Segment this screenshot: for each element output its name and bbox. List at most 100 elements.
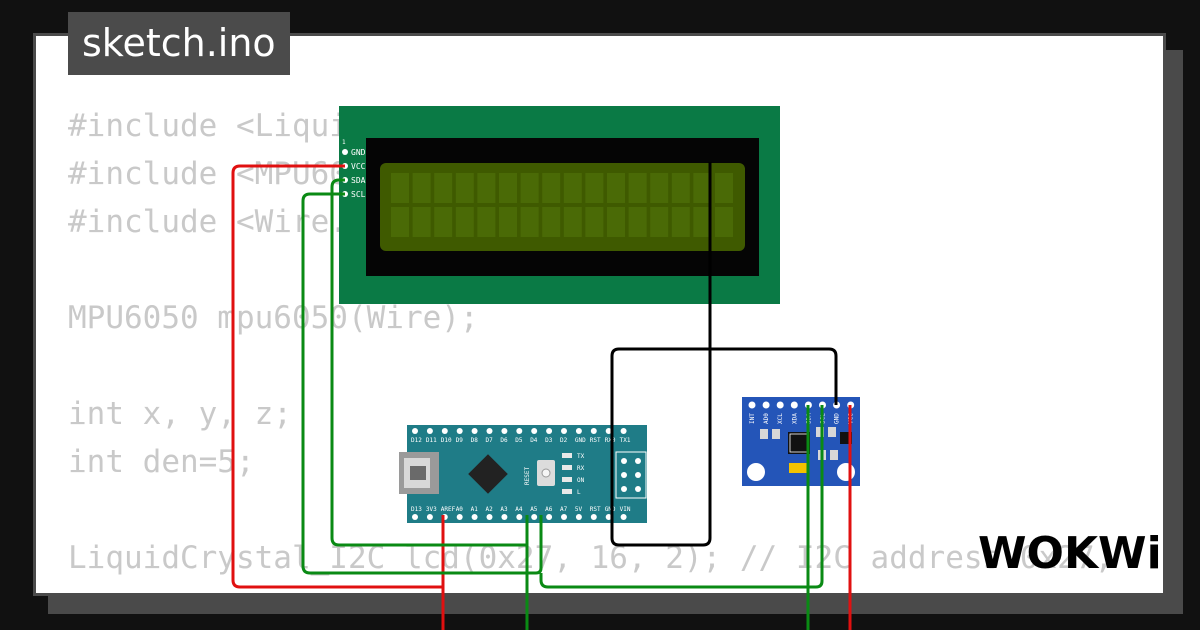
lcd-module[interactable]: 1 GND VCC SDA SCL [339, 106, 780, 304]
arduino-top-pin-label: D3 [545, 437, 553, 444]
arduino-top-pin[interactable] [605, 428, 612, 434]
lcd-pin-label-vcc: VCC [351, 162, 366, 171]
lcd-pin-label-gnd: GND [351, 148, 366, 157]
arduino-bottom-pin[interactable] [605, 514, 612, 520]
lcd-pin-label-sda: SDA [351, 176, 366, 185]
lcd-cell [391, 173, 409, 203]
mpu-pin[interactable] [762, 401, 770, 409]
arduino-bottom-pin[interactable] [426, 514, 433, 520]
arduino-top-pin[interactable] [620, 428, 627, 434]
lcd-cell [477, 173, 496, 203]
mpu-pin[interactable] [776, 401, 784, 409]
arduino-bottom-pin[interactable] [620, 514, 627, 520]
arduino-top-pin-label: D7 [486, 437, 494, 444]
code-line-8: int den=5; [68, 444, 255, 480]
led-rx [562, 465, 572, 470]
wire-mpu-scl[interactable] [539, 405, 824, 589]
arduino-top-pin[interactable] [561, 428, 567, 434]
arduino-top-pin-label: D6 [500, 437, 508, 444]
arduino-bottom-pin[interactable] [546, 514, 553, 520]
mpu-sensor-chip-icon [788, 432, 810, 454]
arduino-bottom-pin[interactable] [590, 514, 597, 520]
lcd-cell [715, 173, 733, 203]
arduino-top-pin[interactable] [590, 428, 597, 434]
arduino-board [407, 425, 647, 523]
reset-label: RESET [524, 467, 531, 485]
arduino-bottom-pin-label: A7 [560, 506, 568, 513]
reset-button[interactable] [537, 460, 555, 486]
lcd-cell [542, 173, 561, 203]
mpu-pin[interactable] [748, 401, 756, 409]
lcd-cell [412, 173, 431, 203]
lcd-cell [671, 207, 690, 237]
lcd-pin-gnd[interactable]: GND [342, 148, 366, 157]
lcd-cell [650, 207, 669, 237]
lcd-cell [563, 173, 582, 203]
wire-ground[interactable] [610, 162, 838, 547]
microcontroller-chip-icon [468, 454, 508, 494]
arduino-top-pin[interactable] [471, 428, 478, 434]
arduino-top-pin-label: RX0 [605, 437, 616, 444]
mpu-mount-hole-right [837, 463, 855, 481]
lcd-cell [542, 207, 561, 237]
lcd-cell [585, 173, 604, 203]
arduino-top-pin-label: D4 [530, 437, 538, 444]
arduino-bottom-pin-label: A2 [486, 506, 494, 513]
led-tx [562, 453, 572, 458]
arduino-bottom-pin[interactable] [412, 514, 418, 520]
arduino-top-pin[interactable] [531, 428, 538, 434]
arduino-bottom-pin[interactable] [456, 514, 463, 520]
arduino-bottom-pin[interactable] [501, 514, 508, 520]
arduino-top-pin-label: GND [575, 437, 586, 444]
icsp-header [615, 451, 647, 499]
arduino-top-pin[interactable] [516, 428, 523, 434]
lcd-cell [585, 207, 604, 237]
mpu-pin[interactable] [790, 401, 798, 409]
arduino-bottom-pin-label: A4 [515, 506, 523, 513]
lcd-cell [520, 173, 539, 203]
lcd-cell [607, 207, 625, 237]
status-leds: TX RX ON L [562, 453, 585, 496]
arduino-bottom-pin[interactable] [561, 514, 567, 520]
arduino-bottom-pin-label: A1 [471, 506, 479, 513]
arduino-top-pin[interactable] [546, 428, 553, 434]
lcd-cell [693, 207, 712, 237]
arduino-top-pin-label: D9 [456, 437, 464, 444]
arduino-top-pin-label: TX1 [620, 437, 631, 444]
lcd-cell [391, 207, 409, 237]
arduino-bottom-pin-label: A6 [545, 506, 553, 513]
arduino-bottom-pin[interactable] [486, 514, 493, 520]
led-label-l: L [577, 489, 581, 496]
lcd-pin-number: 1 [342, 139, 346, 146]
arduino-top-pin[interactable] [501, 428, 508, 434]
arduino-top-pin[interactable] [486, 428, 493, 434]
arduino-top-pin[interactable] [412, 428, 418, 434]
arduino-bottom-pin[interactable] [575, 514, 582, 520]
arduino-bottom-pin-label: 5V [575, 506, 583, 513]
mpu-mount-hole-left [747, 463, 765, 481]
lcd-cell [499, 207, 517, 237]
led-label-on: ON [577, 477, 585, 484]
led-label-rx: RX [577, 465, 585, 472]
arduino-bottom-pin-label: 3V3 [426, 506, 437, 513]
arduino-top-pin[interactable] [426, 428, 433, 434]
arduino-bottom-pin[interactable] [471, 514, 478, 520]
arduino-top-pin[interactable] [441, 428, 448, 434]
arduino-bottom-pin[interactable] [531, 514, 538, 520]
mpu-pin-label: XDA [791, 413, 798, 424]
wire-vcc-5v[interactable] [231, 164, 445, 630]
wire-scl[interactable] [301, 192, 543, 575]
wire-sda[interactable] [330, 178, 529, 630]
arduino-bottom-pin-label: A5 [530, 506, 538, 513]
arduino-bottom-pin-label: D13 [411, 506, 422, 513]
arduino-top-pin[interactable] [456, 428, 463, 434]
arduino-top-pin[interactable] [575, 428, 582, 434]
lcd-cell [628, 173, 647, 203]
lcd-cell [455, 173, 474, 203]
lcd-cell [434, 173, 453, 203]
arduino-bottom-pin[interactable] [516, 514, 523, 520]
lcd-cell [520, 207, 539, 237]
